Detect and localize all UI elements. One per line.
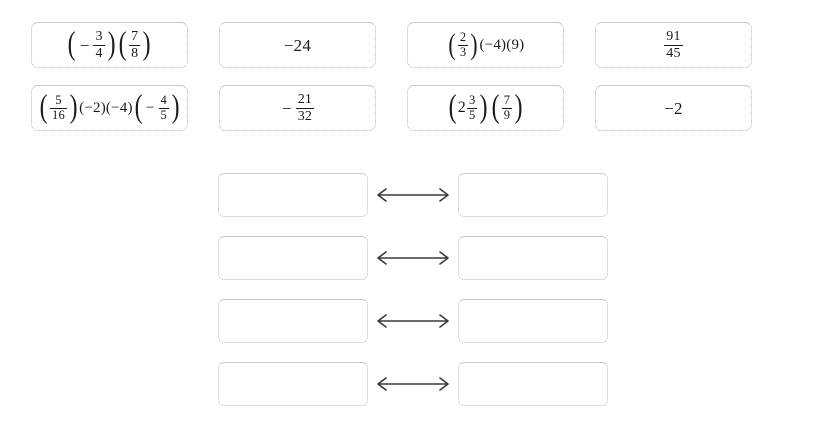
numerator: 7 (131, 29, 139, 45)
fraction-2-over-3: 2 3 (457, 30, 469, 59)
denominator: 3 (457, 44, 469, 59)
close-paren: ) (171, 89, 180, 126)
fraction-5-over-16: 5 16 (50, 93, 67, 122)
denominator: 5 (466, 107, 478, 122)
match-row (218, 173, 608, 217)
dropzone-right-4[interactable] (458, 362, 608, 406)
value-neg-2: −2 (664, 98, 683, 118)
minus-sign: − (79, 35, 90, 55)
fraction-7-over-8: 7 8 (129, 29, 141, 61)
numerator: 2 (459, 30, 467, 44)
fraction-7-over-9: 7 9 (501, 93, 513, 122)
close-paren: ) (479, 89, 489, 126)
value-neg-24: −24 (283, 35, 312, 55)
fraction-21-over-32: 21 32 (295, 92, 315, 124)
fraction-3-over-4: 3 4 (93, 29, 105, 61)
dropzone-left-3[interactable] (218, 299, 368, 343)
open-paren: ( (118, 26, 127, 63)
minus-sign: − (281, 98, 292, 118)
dropzone-right-1[interactable] (458, 173, 608, 217)
numerator: 3 (468, 93, 476, 107)
numerator: 91 (666, 29, 681, 45)
fraction-91-over-45: 91 45 (664, 29, 683, 61)
numerator: 3 (95, 29, 103, 45)
close-paren: ) (142, 26, 151, 63)
match-row (218, 362, 608, 406)
expression-mixed-2-3-5-times-7-9: ( 2 3 5 ) ( 7 9 ) (447, 89, 525, 126)
close-paren: ) (107, 26, 116, 63)
draggable-tile-value-neg-24[interactable]: −24 (219, 22, 376, 68)
denominator: 16 (50, 107, 67, 122)
fraction-4-over-5: 4 5 (158, 93, 169, 122)
double-arrow-icon (368, 236, 458, 280)
whole-number-part: 2 (457, 99, 466, 116)
numerator: 4 (160, 93, 167, 107)
draggable-tile-value-91-over-45[interactable]: 91 45 (595, 22, 752, 68)
close-paren: ) (470, 27, 479, 61)
numerator: 21 (297, 92, 313, 108)
denominator: 9 (501, 107, 513, 122)
close-paren: ) (69, 89, 78, 126)
open-paren: ( (491, 89, 500, 126)
minus-sign: − (145, 99, 155, 116)
factor-neg-4: (−4) (479, 36, 507, 53)
open-paren: ( (68, 26, 77, 63)
value-neg-21-over-32: − 21 32 (280, 92, 315, 124)
draggable-tile-expression-5-16-times-neg2-neg4-neg-4-5[interactable]: ( 5 16 ) (−2) (−4) ( − 4 5 ) (31, 85, 188, 131)
tile-row: ( − 3 4 ) ( 7 8 ) −24 ( (31, 22, 752, 68)
double-arrow-icon (368, 299, 458, 343)
draggable-tile-value-neg-21-over-32[interactable]: − 21 32 (219, 85, 376, 131)
draggable-tile-expression-neg-3-4-times-7-8[interactable]: ( − 3 4 ) ( 7 8 ) (31, 22, 188, 68)
match-row (218, 299, 608, 343)
factor-neg-2: (−2) (79, 99, 106, 116)
fraction-3-over-5: 3 5 (466, 93, 478, 122)
double-arrow-icon (368, 173, 458, 217)
denominator: 32 (295, 107, 315, 124)
double-arrow-icon (368, 362, 458, 406)
close-paren: ) (514, 89, 523, 126)
draggable-tile-expression-2-3-times-neg4-times-9[interactable]: ( 2 3 ) (−4) (9) (407, 22, 564, 68)
expression-2-3-times-neg4-times-9: ( 2 3 ) (−4) (9) (447, 27, 525, 61)
open-paren: ( (39, 89, 48, 126)
dropzone-right-2[interactable] (458, 236, 608, 280)
factor-neg-4: (−4) (105, 99, 133, 116)
denominator: 5 (158, 107, 169, 122)
draggable-tile-expression-mixed-2-3-5-times-7-9[interactable]: ( 2 3 5 ) ( 7 9 ) (407, 85, 564, 131)
factor-9: (9) (506, 36, 525, 53)
open-paren: ( (448, 27, 456, 61)
numerator: 7 (503, 93, 511, 107)
dropzone-left-2[interactable] (218, 236, 368, 280)
denominator: 4 (93, 44, 105, 61)
value-91-over-45: 91 45 (663, 29, 683, 61)
denominator: 45 (664, 44, 683, 61)
draggable-tile-value-neg-2[interactable]: −2 (595, 85, 752, 131)
dropzone-right-3[interactable] (458, 299, 608, 343)
denominator: 8 (129, 44, 141, 61)
open-paren: ( (448, 89, 457, 126)
expression-neg-3-4-times-7-8: ( − 3 4 ) ( 7 8 ) (66, 26, 152, 63)
dropzone-left-1[interactable] (218, 173, 368, 217)
dropzone-left-4[interactable] (218, 362, 368, 406)
expression-5-16-times-neg2-neg4-neg-4-5: ( 5 16 ) (−2) (−4) ( − 4 5 ) (38, 89, 181, 126)
open-paren: ( (134, 89, 143, 126)
numerator: 5 (55, 93, 62, 107)
match-row (218, 236, 608, 280)
tile-row: ( 5 16 ) (−2) (−4) ( − 4 5 ) − (31, 85, 752, 131)
